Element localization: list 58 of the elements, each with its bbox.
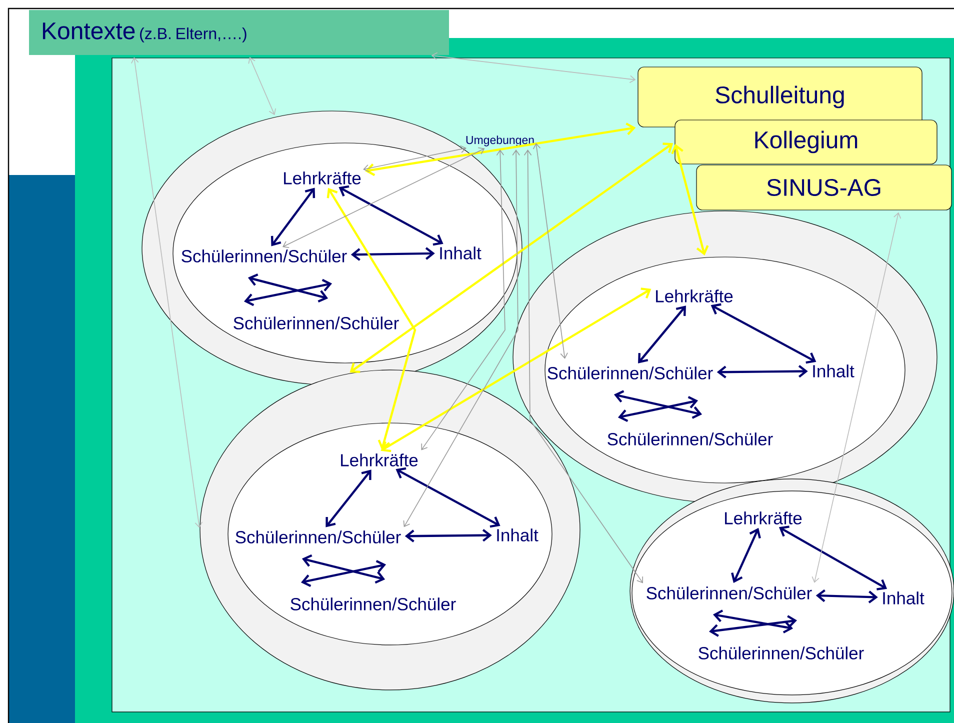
- double-arrow: [421, 150, 506, 450]
- double-arrow: [302, 554, 386, 584]
- group-box: Schulleitung: [638, 66, 922, 128]
- double-arrow: [326, 470, 372, 528]
- group-box: SINUS-AG: [696, 164, 952, 210]
- double-arrow: [365, 122, 636, 176]
- role-label: Lehrkräfte: [341, 454, 418, 466]
- double-arrow: [812, 212, 902, 583]
- double-arrow: [532, 142, 568, 359]
- double-arrow: [614, 390, 702, 419]
- double-arrow: [403, 150, 520, 528]
- role-label: Lehrkräfte: [284, 172, 361, 184]
- context-banner: Kontexte (z.B. Eltern,….): [29, 10, 449, 55]
- double-arrow: [618, 396, 698, 422]
- group-box: Kollegium: [674, 120, 938, 164]
- inner-ellipse: [544, 256, 906, 484]
- role-label: Inhalt: [883, 592, 924, 604]
- double-arrow: [778, 526, 888, 590]
- role-label: Schülerinnen/Schüler: [646, 586, 812, 600]
- double-arrow: [300, 560, 386, 587]
- double-arrow: [363, 145, 466, 172]
- double-arrow: [712, 610, 794, 634]
- role-label: Lehrkräfte: [656, 290, 733, 302]
- role-label: Lehrkräfte: [725, 512, 802, 524]
- inner-ellipse: [228, 422, 552, 646]
- double-arrow: [710, 303, 816, 364]
- role-label: Schülerinnen/Schüler: [608, 432, 773, 446]
- double-arrow: [396, 467, 500, 528]
- role-label: Schülerinnen/Schüler: [234, 316, 399, 330]
- double-arrow: [131, 57, 203, 528]
- text-label: Umgebungen: [466, 136, 534, 146]
- role-label: Schülerinnen/Schüler: [236, 530, 401, 544]
- double-arrow: [248, 57, 276, 116]
- role-label: Inhalt: [440, 246, 482, 260]
- double-arrow: [716, 364, 808, 378]
- double-arrow: [638, 306, 686, 364]
- double-arrow: [350, 142, 674, 373]
- double-arrow: [816, 589, 878, 604]
- double-arrow: [244, 278, 332, 306]
- role-label: Schülerinnen/Schüler: [698, 646, 864, 660]
- double-arrow: [380, 288, 652, 452]
- role-label: Schülerinnen/Schüler: [548, 366, 713, 380]
- double-arrow: [404, 528, 492, 542]
- role-label: Inhalt: [497, 528, 538, 542]
- double-arrow: [338, 185, 444, 246]
- double-arrow: [270, 188, 316, 246]
- role-label: Schülerinnen/Schüler: [182, 250, 347, 262]
- double-arrow: [282, 147, 485, 248]
- double-arrow: [326, 188, 416, 450]
- double-arrow: [671, 144, 709, 256]
- role-label: Schülerinnen/Schüler: [290, 598, 456, 610]
- double-arrow: [350, 247, 435, 261]
- double-arrow: [708, 615, 798, 637]
- role-label: Inhalt: [813, 364, 854, 378]
- double-arrow: [248, 273, 328, 302]
- double-arrow: [524, 150, 644, 584]
- double-arrow: [731, 528, 761, 584]
- double-arrow: [431, 52, 636, 83]
